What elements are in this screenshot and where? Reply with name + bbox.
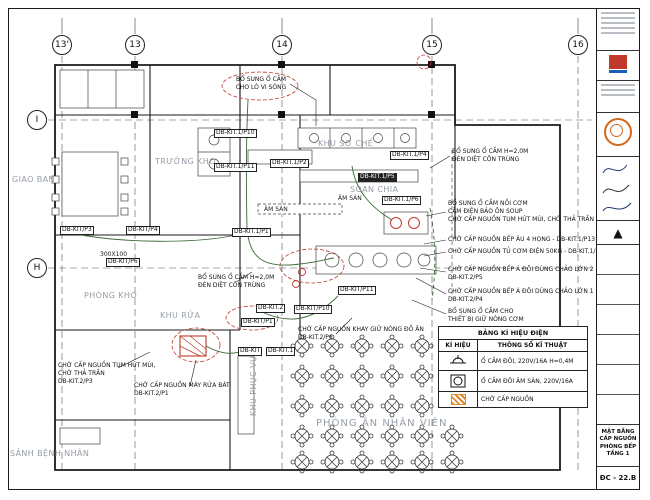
db-tag: DB-KIT/P11	[338, 286, 376, 295]
electrical-legend: BẢNG KÍ HIỆU ĐIỆN KÍ HIỆU THÔNG SỐ KĨ TH…	[438, 326, 588, 408]
sheet-number: ĐC - 22.B	[599, 474, 637, 482]
annotation: CHỜ CẤP NGUỒN BẾP ÂU 4 HỌNG - DB-KIT.1/P…	[448, 236, 596, 243]
db-tag: DB-KIT	[238, 347, 263, 356]
db-tag: DB-KIT.1	[266, 347, 296, 356]
db-tag: DB-KIT/P1	[241, 318, 275, 327]
legend-header: KÍ HIỆU THÔNG SỐ KĨ THUẬT	[439, 340, 587, 352]
title-block: ▲ MẶT BẰNG CẤP NGUỒN PHÒNG BẾP TẦNG 1 ĐC…	[596, 8, 640, 490]
room-label-khu-phuc-vu: KHU PHỤC VỤ	[249, 355, 258, 416]
grid-bubble-col: 14	[272, 35, 292, 55]
db-tag: DB-KIT.1/P11	[214, 163, 257, 172]
grid-bubble-row: I	[27, 110, 47, 130]
grid-label: 15	[426, 40, 438, 50]
signature-marks	[602, 164, 632, 212]
room-label-phong-kho: PHÒNG KHO	[84, 291, 138, 300]
grid-label: H	[33, 263, 41, 273]
dimension-label: 300X100	[100, 251, 128, 258]
legend-spec: CHỜ CẤP NGUỒN	[481, 396, 534, 403]
leader-lines	[117, 83, 451, 387]
legend-spec: Ổ CẮM ĐÔI, 220V/16A H=0,4M	[481, 357, 574, 365]
revision-marks	[171, 54, 432, 363]
grid-label: 16	[572, 40, 584, 50]
grid-label: 13'	[55, 40, 69, 50]
grid-bubble-row: H	[27, 258, 47, 278]
legend-col-spec: THÔNG SỐ KĨ THUẬT	[497, 342, 568, 349]
revision-table	[597, 245, 639, 425]
legend-row: Ổ CẮM ĐÔI ÂM SÀN, 220V/16A	[439, 371, 587, 392]
grid-label: I	[35, 115, 39, 125]
db-tag: DB-KIT.1/P1	[232, 228, 271, 237]
db-tag: DB-KIT/P6	[106, 258, 140, 267]
db-tag: DB-KIT.1/P2	[270, 159, 309, 168]
legend-spec: Ổ CẮM ĐÔI ÂM SÀN, 220V/16A	[481, 377, 573, 385]
room-label-khu-rua: KHU RỬA	[160, 311, 201, 320]
room-label-am-san-b: ÂM SÀN	[264, 206, 288, 213]
title-block-header	[597, 9, 639, 51]
db-tag: DB-KIT.1/P5	[358, 173, 397, 182]
room-label-giao-ban: GIAO BAN	[12, 175, 55, 184]
room-label-soan-chia: SOẠN CHIA	[350, 185, 399, 194]
room-label-am-san-a: ÂM SÀN	[338, 195, 362, 202]
double-socket-icon	[450, 355, 466, 364]
grid-bubble-col: 13'	[52, 35, 72, 55]
grid-label: 14	[276, 40, 288, 50]
floor-socket-icon	[450, 374, 466, 388]
legend-row: Ổ CẮM ĐÔI, 220V/16A H=0,4M	[439, 352, 587, 371]
grid-bubble-col: 13	[125, 35, 145, 55]
db-tag: DB-KIT.1/P6	[382, 196, 421, 205]
grid-bubble-col: 16	[568, 35, 588, 55]
annotation: CHỜ CẤP NGUỒN TỦ CƠM ĐIỆN 50KG - DB-KIT.…	[448, 248, 607, 255]
room-label-khu-so-che: KHU SƠ CHẾ	[318, 139, 374, 148]
grid-label: 13	[129, 40, 141, 50]
company-logo	[597, 51, 639, 81]
db-tag: DB-KIT/P4	[126, 226, 160, 235]
company-info	[597, 81, 639, 113]
approval-stamp	[597, 113, 639, 157]
legend-col-symbol: KÍ HIỆU	[439, 340, 478, 351]
legend-row: CHỜ CẤP NGUỒN	[439, 392, 587, 407]
db-tag: DB-KIT.2	[256, 304, 286, 313]
grid-bubble-col: 15	[422, 35, 442, 55]
db-tag: DB-KIT/P10	[294, 305, 332, 314]
room-label-sanh-benh-nhan: SẢNH BỆNH NHÂN	[10, 449, 90, 458]
power-stub-icon	[450, 394, 466, 405]
legend-title: BẢNG KÍ HIỆU ĐIỆN	[439, 327, 587, 340]
db-tag: DB-KIT.1/P4	[390, 151, 429, 160]
north-arrow-icon: ▲	[597, 221, 639, 245]
wiring-circuits	[65, 99, 453, 354]
db-tag: DB-KIT/P3	[60, 226, 94, 235]
signatures	[597, 157, 639, 221]
walls	[54, 64, 561, 471]
room-label-truong-kho: TRƯỞNG KHO	[155, 157, 216, 166]
columns	[131, 61, 435, 118]
db-tag: DB-KIT.1/P10	[214, 129, 257, 138]
room-label-phong-an: PHÒNG ĂN NHÂN VIÊN	[316, 418, 448, 429]
drawing-title: MẶT BẰNG CẤP NGUỒN PHÒNG BẾP TẦNG 1	[597, 425, 639, 467]
grid-lines	[48, 18, 592, 470]
